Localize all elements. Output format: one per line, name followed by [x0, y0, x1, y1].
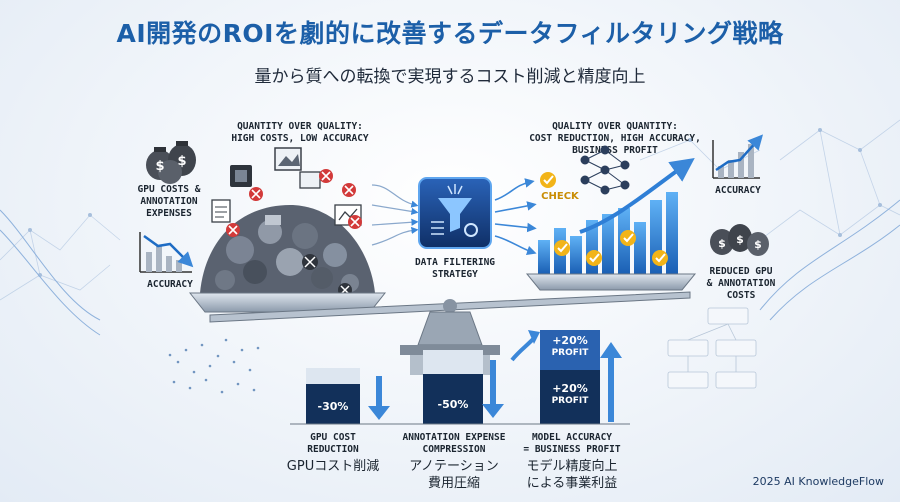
jp-caption-accuracy-line-2: による事業利益	[526, 476, 618, 491]
bar-value-accuracy: +20% PROFIT	[540, 382, 600, 408]
caption-gpu-cost-line-1: GPU COST	[310, 432, 356, 443]
left-heading: QUANTITY OVER QUALITY: HIGH COSTS, LOW A…	[205, 121, 395, 145]
money-bag-icon: $ $	[146, 141, 196, 184]
output-arrows	[494, 178, 537, 256]
jp-caption-annotation-line-2: 費用圧縮	[427, 476, 480, 491]
left-accuracy-label: ACCURACY	[147, 279, 193, 290]
reduced-costs-label-line-1: REDUCED GPU	[709, 266, 773, 277]
svg-text:$: $	[736, 233, 744, 246]
right-heading-line-1: QUALITY OVER QUANTITY:	[552, 121, 678, 132]
caption-accuracy-line-1: MODEL ACCURACY	[531, 432, 613, 443]
svg-text:$: $	[155, 159, 164, 174]
bar-top-value-line-1: +20%	[552, 334, 588, 347]
caption-gpu-cost-line-2: REDUCTION	[307, 444, 359, 455]
bottom-bar-chart	[290, 330, 630, 425]
down-arrow-icon	[368, 360, 504, 420]
bar-value-line-1: +20%	[552, 382, 588, 395]
filter-icon	[418, 177, 492, 249]
caption-annotation: ANNOTATION EXPENSE COMPRESSION	[393, 432, 515, 456]
chip-icon	[230, 165, 252, 187]
caption-gpu-cost: GPU COST REDUCTION	[278, 432, 388, 456]
check-icon	[540, 172, 668, 266]
caption-annotation-line-2: COMPRESSION	[422, 444, 486, 455]
scale-beam	[209, 291, 691, 323]
jp-caption-annotation-line-1: アノテーション	[409, 459, 499, 474]
filter-label-line-1: DATA FILTERING	[414, 257, 496, 268]
jp-caption-gpu: GPUコスト削減	[286, 459, 380, 474]
svg-text:$: $	[177, 154, 186, 169]
reduced-costs-label-line-3: COSTS	[726, 290, 756, 301]
gpu-costs-label-line-1: GPU COSTS &	[137, 184, 201, 195]
right-heading-line-2: COST REDUCTION, HIGH ACCURACY,	[529, 133, 701, 144]
caption-accuracy-line-2: = BUSINESS PROFIT	[523, 444, 621, 455]
caption-accuracy: MODEL ACCURACY = BUSINESS PROFIT	[512, 432, 632, 456]
up-arrow-icon	[510, 330, 622, 422]
right-scale-pan	[525, 273, 697, 291]
bar-value-annotation: -50%	[437, 398, 469, 411]
bar-value-gpu: -30%	[317, 400, 349, 413]
data-pile	[200, 205, 375, 297]
rising-chart-icon	[712, 134, 764, 179]
image-icon	[274, 147, 321, 189]
bar-top-value-accuracy: +20% PROFIT	[540, 334, 600, 360]
page-title: AI開発のROIを劇的に改善するデータフィルタリング戦略	[116, 19, 784, 48]
right-heading: QUALITY OVER QUANTITY: COST REDUCTION, H…	[520, 121, 710, 157]
right-heading-line-3: BUSINESS PROFIT	[572, 145, 658, 156]
gpu-costs-label: GPU COSTS & ANNOTATION EXPENSES	[130, 184, 208, 220]
input-arrows	[371, 184, 419, 246]
filter-label: DATA FILTERING STRATEGY	[402, 257, 508, 281]
gpu-costs-label-line-2: ANNOTATION	[140, 196, 198, 207]
filter-label-line-2: STRATEGY	[432, 269, 478, 280]
right-accuracy-label: ACCURACY	[715, 185, 761, 196]
jp-caption-annotation: アノテーション 費用圧縮	[393, 458, 515, 492]
neural-network-icon	[580, 145, 630, 195]
svg-text:$: $	[718, 237, 726, 250]
footer-credit: 2025 AI KnowledgeFlow	[752, 475, 884, 488]
money-bag-icon: $ $ $	[710, 224, 769, 256]
reduced-costs-label: REDUCED GPU & ANNOTATION COSTS	[702, 266, 780, 302]
left-heading-line-1: QUANTITY OVER QUALITY:	[237, 121, 363, 132]
caption-annotation-line-1: ANNOTATION EXPENSE	[402, 432, 506, 443]
left-heading-line-2: HIGH COSTS, LOW ACCURACY	[231, 133, 369, 144]
gpu-costs-label-line-3: EXPENSES	[146, 208, 192, 219]
svg-text:$: $	[754, 238, 762, 251]
bar-top-value-line-2: PROFIT	[551, 348, 589, 358]
declining-chart-icon	[139, 232, 194, 273]
jp-caption-accuracy: モデル精度向上 による事業利益	[512, 458, 632, 492]
jp-caption-accuracy-line-1: モデル精度向上	[526, 459, 618, 474]
bar-value-line-2: PROFIT	[551, 396, 589, 406]
reduced-costs-label-line-2: & ANNOTATION	[706, 278, 776, 289]
check-label: CHECK	[541, 191, 580, 202]
cross-icon	[226, 169, 362, 237]
page-subtitle: 量から質への転換で実現するコスト削減と精度向上	[254, 67, 646, 87]
